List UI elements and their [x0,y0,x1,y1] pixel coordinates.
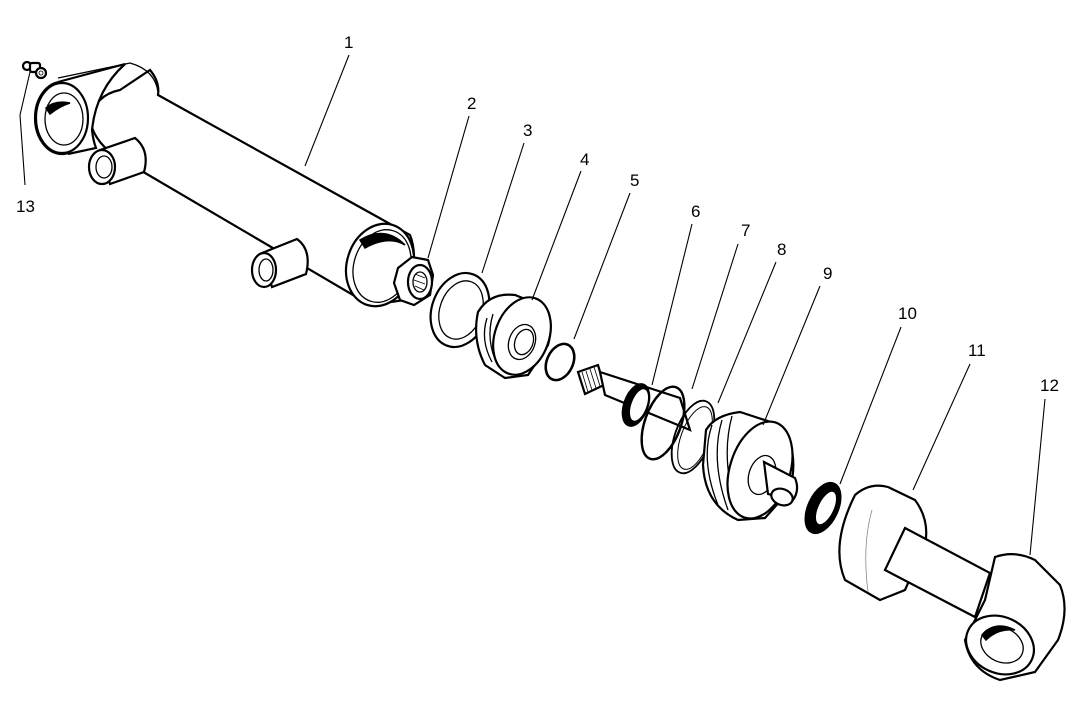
callout-7: 7 [741,221,751,240]
callout-13: 13 [16,197,35,216]
part-1-cylinder-barrel [33,62,416,308]
callout-5: 5 [630,171,640,190]
part-7-o-ring [640,385,686,461]
callout-3: 3 [523,121,533,140]
part-11-piston-rod [838,484,992,619]
callout-4: 4 [580,150,590,169]
part-10-wiper-seal [804,481,842,535]
callout-8: 8 [777,240,787,259]
part-5-o-ring [544,342,576,382]
part-6-seal [621,383,651,427]
callout-11: 11 [968,341,986,360]
leader-lines [19,54,1046,556]
callout-6: 6 [691,202,701,221]
callout-1: 1 [344,33,354,52]
part-12-rod-eye [963,553,1066,682]
callout-12: 12 [1040,376,1059,395]
part-2-nut [392,255,435,307]
part-4-piston [475,293,552,380]
part-3-washer [429,271,491,349]
callout-10: 10 [898,304,917,323]
part-13-grease-fitting [21,60,48,80]
callout-2: 2 [467,94,477,113]
part-9-gland [701,410,799,522]
callout-9: 9 [823,264,833,283]
